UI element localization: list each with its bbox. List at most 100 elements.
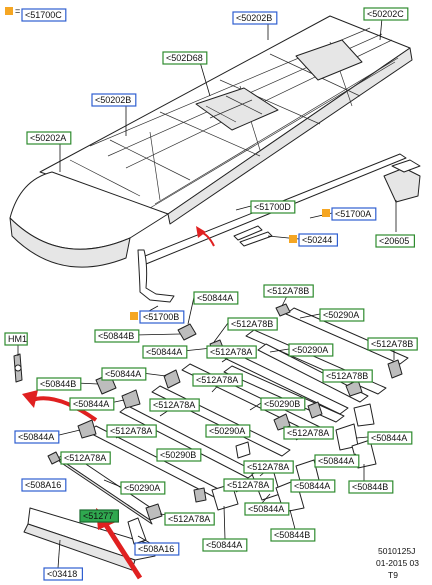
callout-text-l3: <50202C bbox=[367, 9, 404, 19]
legend-symbol bbox=[5, 7, 13, 15]
callout-text-l16: <50844B bbox=[98, 331, 134, 341]
callout-label-l10[interactable]: <20605 bbox=[375, 234, 416, 248]
callout-label-l18[interactable]: <512A78A bbox=[206, 345, 257, 359]
callout-text-l2: <50202B bbox=[236, 13, 272, 23]
callout-label-l35[interactable]: <512A78A bbox=[243, 460, 294, 474]
callout-label-l43[interactable]: <512A78A bbox=[164, 512, 215, 526]
callout-label-l45[interactable]: <50844B bbox=[270, 528, 316, 542]
callout-label-l2[interactable]: <50202B bbox=[232, 11, 278, 25]
callout-text-l38: <50290A bbox=[124, 483, 160, 493]
callout-label-l28[interactable]: <512A78A bbox=[283, 426, 334, 440]
callout-box-l14 bbox=[319, 308, 365, 322]
callout-text-l19: <50290A bbox=[292, 345, 328, 355]
legend-marker-51700A bbox=[322, 209, 330, 217]
callout-label-l14[interactable]: <50290A bbox=[319, 308, 365, 322]
callout-box-l29 bbox=[205, 424, 251, 438]
callout-label-l8[interactable]: <51700A bbox=[331, 207, 377, 221]
callout-box-l13 bbox=[263, 284, 314, 298]
callout-text-l13: <512A78B bbox=[267, 286, 309, 296]
legend-marker-50244 bbox=[289, 235, 297, 243]
callout-box-l48 bbox=[43, 567, 84, 581]
callout-label-l1[interactable]: <51700C bbox=[21, 8, 67, 22]
callout-label-l23[interactable]: <512A78B bbox=[322, 369, 373, 383]
callout-label-l38[interactable]: <50290A bbox=[120, 481, 166, 495]
callout-label-l20[interactable]: <512A78B bbox=[367, 337, 418, 351]
callout-label-l21[interactable]: <50844A bbox=[101, 367, 147, 381]
callout-text-l47: <50844A bbox=[206, 540, 242, 550]
callout-box-l49 bbox=[4, 332, 28, 346]
callout-label-l12[interactable]: <50844A bbox=[193, 291, 239, 305]
callout-label-l42[interactable]: <51277 bbox=[79, 509, 120, 523]
callout-label-l16[interactable]: <50844B bbox=[94, 329, 140, 343]
callout-label-l31[interactable]: <512A78A bbox=[106, 424, 157, 438]
footer-ref: 5010125J bbox=[378, 546, 415, 556]
callout-label-l4[interactable]: <502D68 bbox=[162, 51, 208, 65]
callout-label-l34[interactable]: <512A78A bbox=[60, 451, 111, 465]
callout-label-l39[interactable]: <512A78A bbox=[223, 478, 274, 492]
callout-label-l37[interactable]: <508A16 bbox=[21, 478, 67, 492]
callout-text-l44: <50844A bbox=[248, 504, 284, 514]
callout-box-l20 bbox=[367, 337, 418, 351]
callout-label-l25[interactable]: <50290B bbox=[260, 397, 306, 411]
callout-text-l8: <51700A bbox=[335, 209, 371, 219]
callout-text-l45: <50844B bbox=[274, 530, 310, 540]
callout-text-l26: <50844A bbox=[73, 399, 109, 409]
callout-label-l47[interactable]: <50844A bbox=[202, 538, 248, 552]
callout-text-l28: <512A78A bbox=[287, 428, 329, 438]
callout-box-l18 bbox=[206, 345, 257, 359]
callout-label-l26[interactable]: <50844A bbox=[69, 397, 115, 411]
callout-label-l5[interactable]: <50202B bbox=[91, 93, 137, 107]
callout-label-l17[interactable]: <50844A bbox=[142, 345, 188, 359]
callout-text-l5: <50202B bbox=[95, 95, 131, 105]
callout-text-l32: <50844A bbox=[371, 433, 407, 443]
callout-box-l19 bbox=[288, 343, 334, 357]
callout-text-l33: <50290B bbox=[160, 450, 196, 460]
callout-label-l15[interactable]: <512A78B bbox=[227, 317, 278, 331]
callout-box-l46 bbox=[134, 542, 180, 556]
callout-box-l10 bbox=[375, 234, 416, 248]
callout-label-l32[interactable]: <50844A bbox=[367, 431, 413, 445]
callout-label-l24[interactable]: <50844B bbox=[36, 377, 82, 391]
callout-box-l9 bbox=[298, 233, 339, 247]
callout-label-l41[interactable]: <50844B bbox=[348, 480, 394, 494]
callout-label-l44[interactable]: <50844A bbox=[244, 502, 290, 516]
callout-label-l13[interactable]: <512A78B bbox=[263, 284, 314, 298]
callout-text-l25: <50290B bbox=[264, 399, 300, 409]
callout-label-l48[interactable]: <03418 bbox=[43, 567, 84, 581]
callout-box-l15 bbox=[227, 317, 278, 331]
callout-box-l36 bbox=[314, 454, 360, 468]
callout-text-l4: <502D68 bbox=[166, 53, 203, 63]
callout-box-l21 bbox=[101, 367, 147, 381]
callout-box-l1 bbox=[21, 8, 67, 22]
callout-label-l27[interactable]: <512A78A bbox=[149, 398, 200, 412]
callout-text-l9: <50244 bbox=[302, 235, 332, 245]
callout-label-l36[interactable]: <50844A bbox=[314, 454, 360, 468]
callout-label-l22[interactable]: <512A78A bbox=[192, 373, 243, 387]
callout-text-l42: <51277 bbox=[83, 511, 113, 521]
callout-box-l12 bbox=[193, 291, 239, 305]
callout-text-l12: <50844A bbox=[197, 293, 233, 303]
callout-text-l36: <50844A bbox=[318, 456, 354, 466]
callout-box-l28 bbox=[283, 426, 334, 440]
callout-box-l26 bbox=[69, 397, 115, 411]
callout-text-l35: <512A78A bbox=[247, 462, 289, 472]
callout-label-l46[interactable]: <508A16 bbox=[134, 542, 180, 556]
callout-label-l40[interactable]: <50844A bbox=[290, 479, 336, 493]
callout-box-l34 bbox=[60, 451, 111, 465]
callout-label-l30[interactable]: <50844A bbox=[14, 430, 60, 444]
callout-label-l49[interactable]: HM1 bbox=[4, 332, 28, 346]
callout-box-l23 bbox=[322, 369, 373, 383]
callout-label-l11[interactable]: <51700B bbox=[139, 310, 185, 324]
callout-label-l33[interactable]: <50290B bbox=[156, 448, 202, 462]
callout-label-l29[interactable]: <50290A bbox=[205, 424, 251, 438]
callout-box-l37 bbox=[21, 478, 67, 492]
callout-text-l29: <50290A bbox=[209, 426, 245, 436]
callout-label-l7[interactable]: <51700D bbox=[250, 200, 296, 214]
callout-label-l19[interactable]: <50290A bbox=[288, 343, 334, 357]
callout-label-l3[interactable]: <50202C bbox=[363, 7, 409, 21]
callout-label-l6[interactable]: <50202A bbox=[26, 131, 72, 145]
callout-box-l41 bbox=[348, 480, 394, 494]
footer-code: T9 bbox=[388, 570, 398, 580]
callout-label-l9[interactable]: <50244 bbox=[298, 233, 339, 247]
